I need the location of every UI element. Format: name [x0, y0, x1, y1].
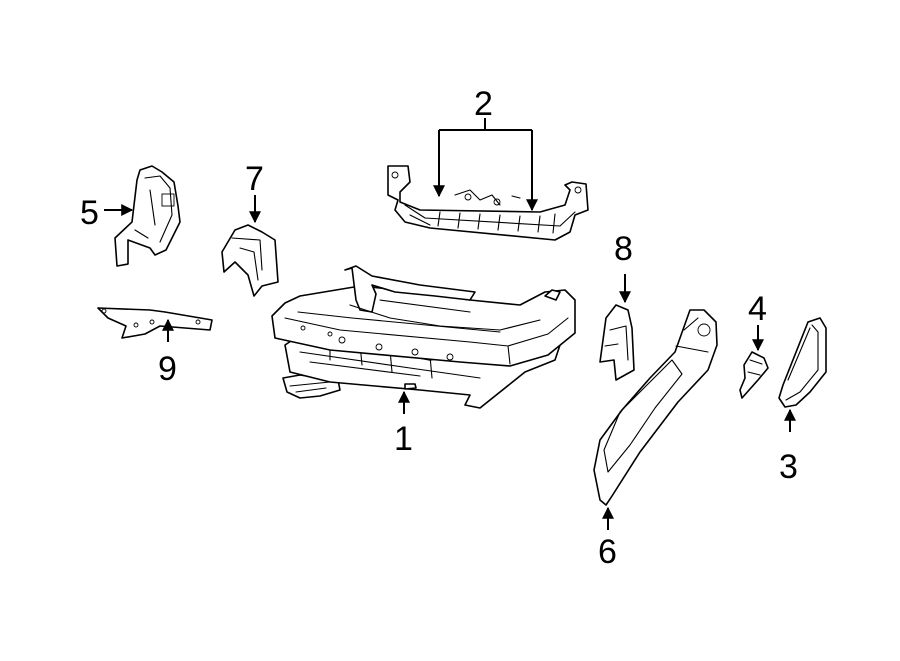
- part-2-rear-cross-member: [387, 165, 589, 241]
- part-7-riser-bracket: [221, 224, 279, 297]
- part-6-outer-side-shield: [593, 309, 718, 506]
- part-4-small-bracket: [739, 351, 769, 399]
- callout-labels: 1 2 3 4 5 6 7 8 9: [80, 85, 798, 571]
- callout-8: 8: [614, 230, 633, 268]
- callout-5: 5: [80, 194, 99, 232]
- part-3-side-cover: [778, 317, 827, 408]
- part-9-flat-strap: [97, 307, 213, 339]
- part-8-bracket: [599, 304, 635, 381]
- part-5-inner-shield: [114, 165, 181, 267]
- callout-6: 6: [598, 533, 617, 571]
- callout-7: 7: [245, 160, 264, 198]
- callout-2: 2: [474, 85, 493, 123]
- callout-9: 9: [158, 350, 177, 388]
- callout-4: 4: [748, 290, 767, 328]
- callout-3: 3: [779, 448, 798, 486]
- part-1-seat-track-frame: [271, 265, 576, 409]
- leader-lines: [104, 118, 796, 530]
- callout-1: 1: [394, 420, 413, 458]
